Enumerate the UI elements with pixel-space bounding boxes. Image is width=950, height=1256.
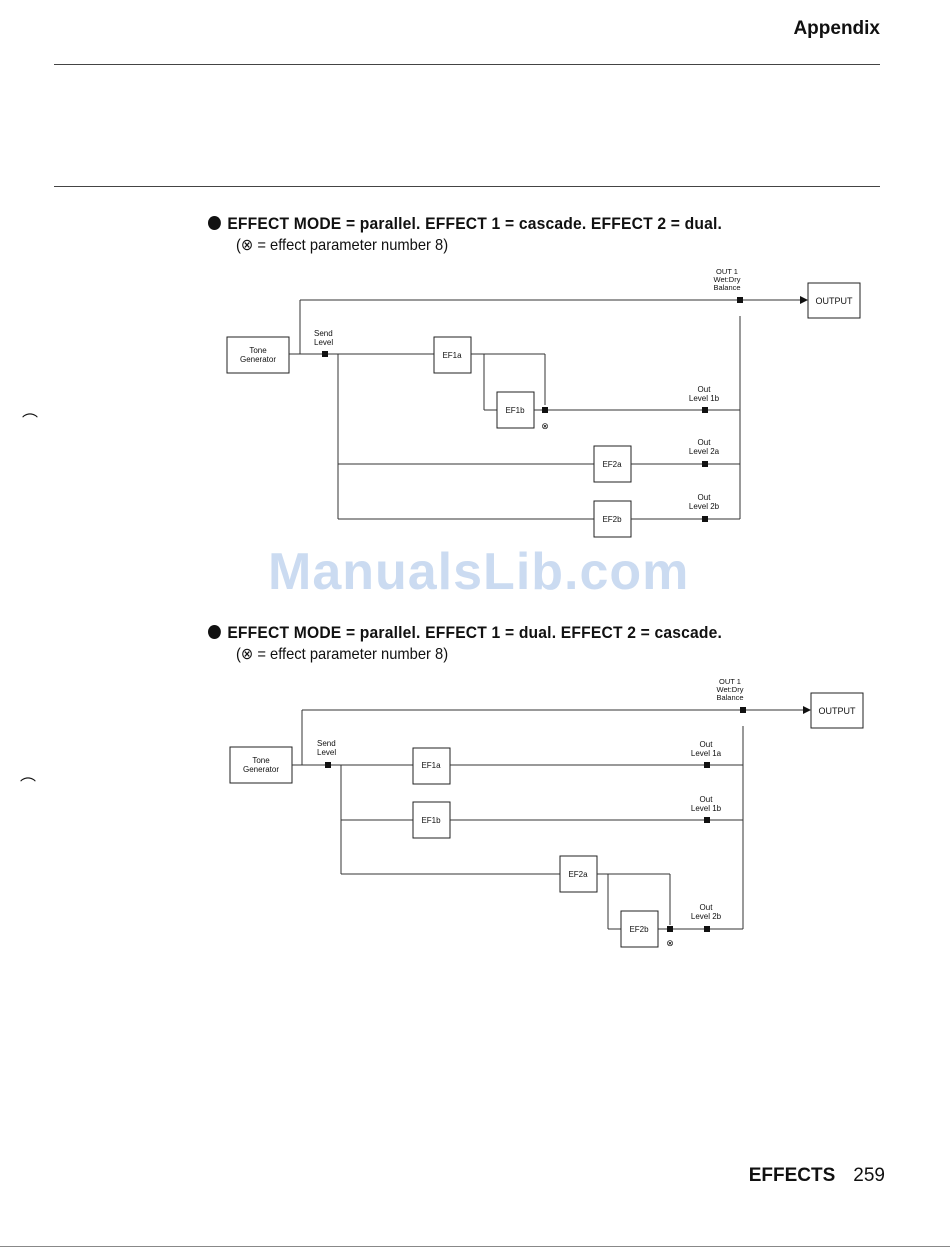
- diagram2-heading-text: EFFECT MODE = parallel. EFFECT 1 = dual.…: [227, 623, 723, 642]
- output-label: OUTPUT: [816, 296, 854, 306]
- diagram2: OUTPUT OUT 1 Wet:Dry Balance Tone Genera…: [229, 677, 864, 948]
- out2a-label-1: Out: [698, 438, 712, 447]
- arrow-icon: [800, 296, 808, 304]
- second-rule: [54, 186, 880, 187]
- tone-generator-box: [229, 746, 293, 784]
- send-label-2: Level: [314, 338, 333, 347]
- ef8-marker-icon: ⊗: [666, 938, 674, 948]
- top-rule: [54, 64, 880, 65]
- footer-section: EFFECTS: [748, 1165, 836, 1186]
- out2a-label-2: Level 2a: [689, 447, 720, 456]
- out-level-1b-control: [704, 817, 710, 823]
- diagram1: OUTPUT OUT 1 Wet:Dry Balance Tone Genera…: [226, 267, 861, 538]
- tone-label-2: Generator: [240, 355, 276, 364]
- out2b-label-1: Out: [700, 903, 714, 912]
- balance-control: [740, 707, 746, 713]
- tone-generator-box: [226, 336, 290, 374]
- out1-label-3: Balance: [716, 693, 743, 702]
- out1a-label-2: Level 1a: [691, 749, 722, 758]
- diagram1-note: (⊗ = effect parameter number 8): [236, 237, 449, 254]
- output-box: [807, 282, 861, 319]
- ef8-marker-icon: ⊗: [541, 421, 549, 431]
- diagram1-heading: EFFECT MODE = parallel. EFFECT 1 = casca…: [208, 214, 722, 234]
- send-label-2: Level: [317, 748, 336, 757]
- tone-label-1: Tone: [252, 756, 270, 765]
- out-level-2b-control: [704, 926, 710, 932]
- out1a-label-1: Out: [700, 740, 714, 749]
- ef2b-label: EF2b: [629, 925, 649, 934]
- page-number: 259: [853, 1165, 885, 1186]
- out-level-2a-control: [702, 461, 708, 467]
- ef1b-box: [412, 801, 451, 839]
- out1b-label-1: Out: [698, 385, 712, 394]
- diagram2-heading: EFFECT MODE = parallel. EFFECT 1 = dual.…: [208, 623, 722, 643]
- out2b-label-1: Out: [698, 493, 712, 502]
- send-label-1: Send: [314, 329, 333, 338]
- out1-label-1: OUT 1: [716, 267, 738, 276]
- output-label: OUTPUT: [819, 706, 857, 716]
- margin-mark-icon: ⌒: [20, 778, 37, 795]
- margin-mark-icon: ⌒: [22, 414, 39, 431]
- out1-label-2: Wet:Dry: [714, 275, 741, 284]
- out2b-label-2: Level 2b: [691, 912, 722, 921]
- ef1b-label: EF1b: [505, 406, 525, 415]
- out1b-label-1: Out: [700, 795, 714, 804]
- ef2b-box: [593, 500, 632, 538]
- out1-label-2: Wet:Dry: [717, 685, 744, 694]
- bullet-icon: [208, 216, 221, 230]
- out1-label-3: Balance: [713, 283, 740, 292]
- ef2b-label: EF2b: [602, 515, 622, 524]
- out-level-2b-control: [702, 516, 708, 522]
- bottom-edge: [0, 1246, 950, 1247]
- ef8-control: [667, 926, 673, 932]
- ef8-control: [542, 407, 548, 413]
- ef2a-label: EF2a: [568, 870, 588, 879]
- out1-label-1: OUT 1: [719, 677, 741, 686]
- ef2a-label: EF2a: [602, 460, 622, 469]
- balance-control: [737, 297, 743, 303]
- ef1a-label: EF1a: [421, 761, 441, 770]
- out-level-1b-control: [702, 407, 708, 413]
- diagram2-note: (⊗ = effect parameter number 8): [236, 646, 449, 663]
- ef1a-label: EF1a: [442, 351, 462, 360]
- bullet-icon: [208, 625, 221, 639]
- ef1a-box: [412, 747, 451, 785]
- ef2a-box: [593, 445, 632, 483]
- output-box: [810, 692, 864, 729]
- ef2a-box: [559, 855, 598, 893]
- send-label-1: Send: [317, 739, 336, 748]
- send-level-control: [322, 351, 328, 357]
- ef2b-box: [620, 910, 659, 948]
- ef1b-label: EF1b: [421, 816, 441, 825]
- out2b-label-2: Level 2b: [689, 502, 720, 511]
- section-header: Appendix: [793, 18, 880, 39]
- page-footer: EFFECTS 259: [749, 1165, 885, 1187]
- watermark: ManualsLib.com: [268, 543, 690, 601]
- tone-label-1: Tone: [249, 346, 267, 355]
- tone-label-2: Generator: [243, 765, 279, 774]
- out-level-1a-control: [704, 762, 710, 768]
- arrow-icon: [803, 706, 811, 714]
- out1b-label-2: Level 1b: [689, 394, 720, 403]
- send-level-control: [325, 762, 331, 768]
- out1b-label-2: Level 1b: [691, 804, 722, 813]
- diagram1-heading-text: EFFECT MODE = parallel. EFFECT 1 = casca…: [227, 214, 723, 233]
- ef1a-box: [433, 336, 472, 374]
